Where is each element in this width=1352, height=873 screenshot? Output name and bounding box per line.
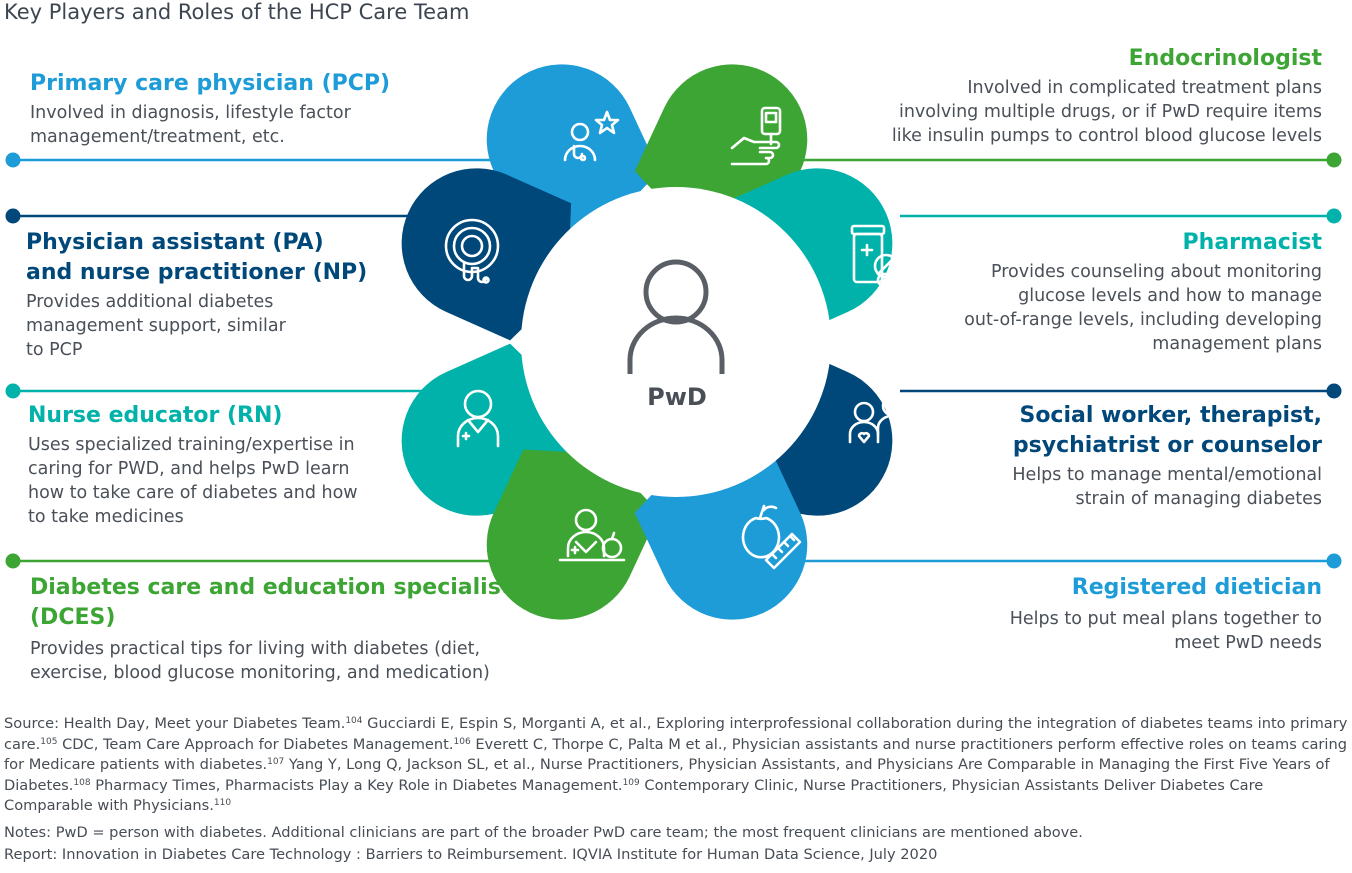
connector-dot-endo — [1326, 152, 1342, 168]
apple-measuring-tape-icon — [741, 504, 802, 570]
role-title-dietician: Registered dietician — [1071, 575, 1322, 600]
person-icon — [627, 259, 725, 374]
role-title-pharm: Pharmacist — [1182, 230, 1322, 255]
page-title: Key Players and Roles of the HCP Care Te… — [4, 0, 470, 24]
role-title-pa-np-line1: Physician assistant (PA) — [26, 230, 324, 255]
role-dces: Diabetes care and education specialist (… — [30, 573, 511, 685]
center-circle — [521, 187, 831, 497]
role-desc-endo: Involved in complicated treatment plans … — [891, 78, 1322, 146]
role-desc-pa-np: Provides additional diabetes management … — [26, 292, 286, 360]
connector-dot-pa-np — [5, 208, 21, 224]
source-citation-text: CDC, Team Care Approach for Diabetes Man… — [57, 735, 454, 753]
source-citation-ref: 106 — [453, 736, 471, 747]
source-citation-text: Yang Y, Long Q, Jackson SL, et al., Nurs… — [4, 756, 1330, 794]
source-citation-ref: 110 — [213, 798, 232, 808]
source-citation-ref: 105 — [40, 736, 58, 747]
center-label: PwD — [647, 383, 707, 411]
notes-line: Notes: PwD = person with diabetes. Addit… — [4, 824, 1083, 841]
source-citation-text: Everett C, Thorpe C, Palta M et al., Phy… — [4, 735, 1347, 774]
source-citation-ref: 104 — [345, 716, 363, 726]
connector-dot-dces — [5, 553, 21, 569]
role-desc-dces: Provides practical tips for living with … — [30, 639, 490, 683]
connector-dot-rn — [5, 383, 21, 399]
role-desc-social: Helps to manage mental/emotional strain … — [1012, 465, 1322, 509]
pill-bottle-icon — [850, 224, 908, 288]
source-citation-text: Gucciardi E, Espin S, Morganti A, et al.… — [4, 715, 1348, 753]
connector-lines — [5, 152, 1342, 569]
role-title-pa-np-line2: and nurse practitioner (NP) — [26, 260, 368, 285]
connector-dot-pharm — [1326, 208, 1342, 224]
role-endo: Endocrinologist Involved in complicated … — [892, 44, 1322, 148]
role-title-pcp: Primary care physician (PCP) — [30, 71, 391, 96]
connector-dot-pcp — [5, 152, 21, 168]
role-dietician: Registered dietician Helps to put meal p… — [1010, 573, 1322, 655]
role-title-rn: Nurse educator (RN) — [28, 403, 283, 428]
role-pa-np: Physician assistant (PA) and nurse pract… — [26, 228, 367, 362]
source-citation-ref: 109 — [622, 777, 640, 788]
role-pcp: Primary care physician (PCP) Involved in… — [30, 69, 390, 149]
source-citation-ref: 108 — [73, 777, 91, 788]
glucose-meter-hand-icon — [730, 106, 782, 166]
report-line: Report: Innovation in Diabetes Care Tech… — [4, 846, 938, 863]
role-title-social-line1: Social worker, therapist, — [1019, 403, 1322, 428]
role-desc-pcp: Involved in diagnosis, lifestyle factor … — [30, 103, 351, 147]
connector-dot-social — [1326, 383, 1342, 399]
role-desc-pharm: Provides counseling about monitoring glu… — [964, 262, 1322, 354]
role-title-endo: Endocrinologist — [1128, 46, 1322, 71]
source-note: Source: Health Day, Meet your Diabetes T… — [4, 714, 1350, 817]
source-citation-text: Contemporary Clinic, Nurse Practitioners… — [4, 776, 1264, 815]
counselor-patient-icon — [848, 395, 908, 444]
connector-dot-dietician — [1326, 553, 1342, 569]
role-social: Social worker, therapist, psychiatrist o… — [1012, 401, 1322, 511]
role-desc-rn: Uses specialized training/expertise in c… — [28, 435, 358, 527]
role-desc-dietician: Helps to put meal plans together to meet… — [1009, 609, 1322, 653]
target-stethoscope-icon — [444, 218, 500, 284]
role-title-social-line2: psychiatrist or counselor — [1012, 433, 1322, 458]
source-citation-text: Pharmacy Times, Pharmacists Play a Key R… — [90, 776, 623, 794]
petal-dces — [486, 449, 660, 620]
role-title-dces-line2: (DCES) — [30, 605, 116, 630]
source-citation-text: Source: Health Day, Meet your Diabetes T… — [4, 715, 346, 732]
role-rn: Nurse educator (RN) Uses specialized tra… — [28, 401, 358, 529]
nurse-icon — [456, 389, 500, 448]
physician-star-icon — [563, 110, 620, 162]
role-title-dces-line1: Diabetes care and education specialist — [30, 575, 512, 600]
specialist-apple-icon — [558, 508, 626, 562]
role-pharm: Pharmacist Provides counseling about mon… — [964, 228, 1322, 356]
source-citation-ref: 107 — [267, 757, 285, 767]
